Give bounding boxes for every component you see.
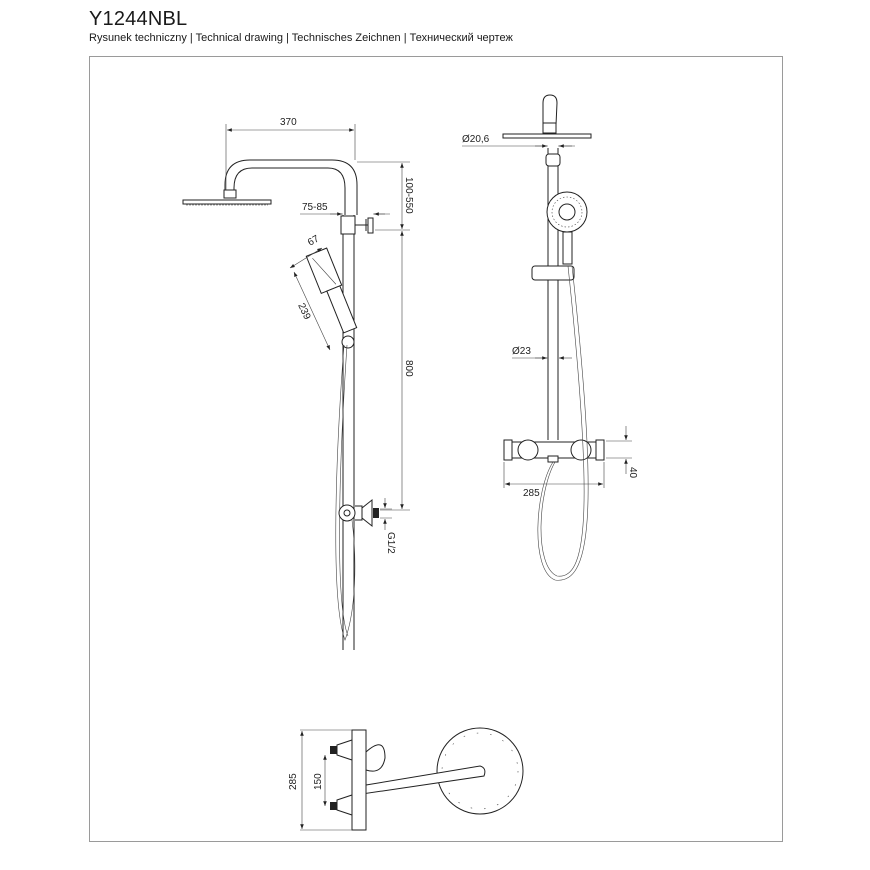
dim-150: 150	[313, 773, 324, 790]
side-arm-inner	[233, 167, 346, 215]
side-rail	[342, 215, 355, 650]
dim-40: 40	[627, 467, 638, 479]
front-hand-shower	[546, 191, 588, 233]
dim-g1-2: G1/2	[385, 532, 396, 554]
dim-800: 800	[403, 360, 414, 377]
dim-67: 67	[306, 233, 322, 248]
product-code: Y1244NBL	[89, 8, 188, 30]
drawing-frame	[89, 56, 783, 842]
dim-75-85: 75-85	[302, 202, 328, 213]
front-slider	[531, 265, 575, 281]
top-shower-head	[436, 727, 524, 815]
dim-370: 370	[280, 117, 297, 128]
side-holder	[341, 335, 355, 349]
dim-d20-6: Ø20,6	[462, 134, 490, 145]
dim-239: 239	[295, 302, 312, 322]
side-hose	[335, 344, 356, 641]
drawing-subtitle: Rysunek techniczny | Technical drawing |…	[89, 32, 513, 44]
front-shower-head	[502, 133, 592, 139]
top-view: 285 150	[288, 727, 524, 831]
dim-285-top: 285	[288, 773, 299, 790]
dim-d23: Ø23	[512, 346, 531, 357]
dim-285-front: 285	[523, 488, 540, 499]
front-arm	[542, 94, 558, 126]
front-view: Ø20,6 Ø23 285 40	[462, 94, 638, 581]
side-hand-shower	[305, 247, 358, 334]
dim-100-550: 100-550	[403, 177, 414, 214]
top-arm	[359, 765, 486, 795]
front-rail	[547, 148, 559, 440]
side-view: 370 100-550 800 75-85 67 239 G1/2	[182, 117, 414, 650]
top-thermostat	[351, 729, 367, 831]
side-arm-outer	[224, 159, 358, 215]
front-hose	[537, 265, 589, 581]
side-shower-head	[182, 199, 272, 205]
